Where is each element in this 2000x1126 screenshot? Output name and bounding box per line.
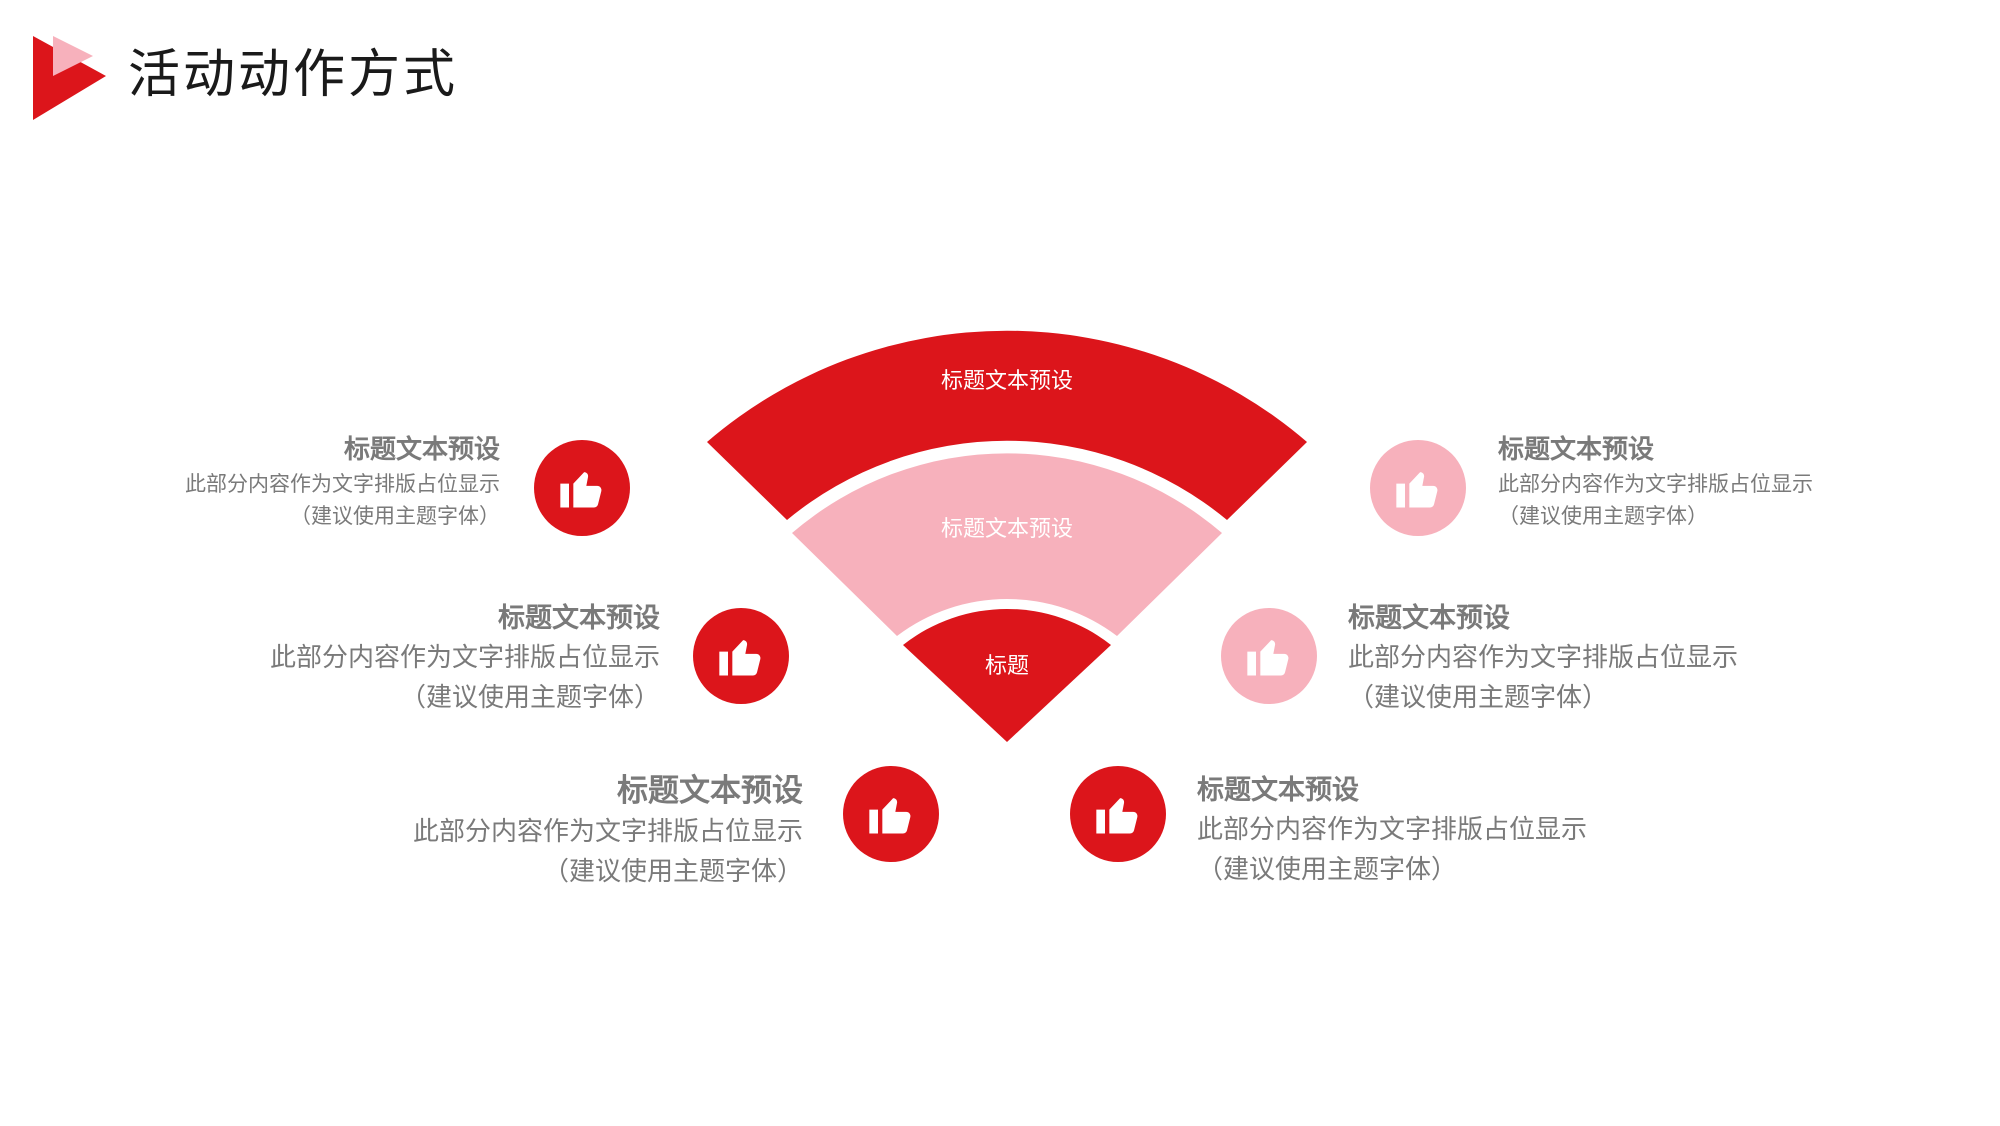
item-left-bottom: 标题文本预设 此部分内容作为文字排版占位显示 （建议使用主题字体） xyxy=(413,770,803,892)
item-desc-line2: （建议使用主题字体） xyxy=(1498,504,1708,528)
thumbs-up-icon xyxy=(719,640,761,676)
thumbs-up-icon xyxy=(560,472,602,508)
thumbs-up-icon xyxy=(1247,640,1289,676)
fan-middle-label: 标题文本预设 xyxy=(941,517,1073,542)
item-desc-line1: 此部分内容作为文字排版占位显示 xyxy=(269,643,660,673)
fan-inner-label: 标题 xyxy=(985,654,1029,679)
item-right-top: 标题文本预设 此部分内容作为文字排版占位显示 （建议使用主题字体） xyxy=(1498,432,1813,532)
thumb-badge-left-bottom xyxy=(843,766,939,862)
item-title: 标题文本预设 xyxy=(343,435,500,465)
item-desc-line2: （建议使用主题字体） xyxy=(1197,855,1458,885)
item-right-middle: 标题文本预设 此部分内容作为文字排版占位显示 （建议使用主题字体） xyxy=(1348,600,1738,718)
item-desc-line1: 此部分内容作为文字排版占位显示 xyxy=(1348,643,1739,673)
fan-middle-band xyxy=(792,453,1222,636)
fan-outer-label: 标题文本预设 xyxy=(941,369,1073,394)
item-right-bottom: 标题文本预设 此部分内容作为文字排版占位显示 （建议使用主题字体） xyxy=(1197,772,1587,890)
thumbs-up-icon xyxy=(869,798,911,834)
thumb-badge-left-top xyxy=(534,440,630,536)
thumbs-up-icon xyxy=(1096,798,1138,834)
item-title: 标题文本预设 xyxy=(498,603,660,634)
thumb-badge-right-bottom xyxy=(1070,766,1166,862)
page-title: 活动动作方式 xyxy=(128,45,459,105)
thumb-badge-right-top xyxy=(1370,440,1466,536)
play-logo-icon xyxy=(33,36,106,120)
item-desc-line2: （建议使用主题字体） xyxy=(399,683,660,713)
item-left-middle: 标题文本预设 此部分内容作为文字排版占位显示 （建议使用主题字体） xyxy=(270,600,660,718)
item-title: 标题文本预设 xyxy=(1197,775,1359,806)
item-desc-line2: （建议使用主题字体） xyxy=(1348,683,1609,713)
item-desc-line1: 此部分内容作为文字排版占位显示 xyxy=(412,817,803,847)
item-left-top: 标题文本预设 此部分内容作为文字排版占位显示 （建议使用主题字体） xyxy=(185,432,500,532)
item-title: 标题文本预设 xyxy=(1348,603,1510,634)
item-title: 标题文本预设 xyxy=(1498,435,1655,465)
thumb-badge-left-middle xyxy=(693,608,789,704)
thumbs-up-icon xyxy=(1396,472,1438,508)
fan-inner-wedge xyxy=(903,608,1111,742)
item-desc-line2: （建议使用主题字体） xyxy=(290,504,500,528)
item-desc-line1: 此部分内容作为文字排版占位显示 xyxy=(185,472,500,496)
fan-outer-band xyxy=(707,330,1307,520)
item-desc-line1: 此部分内容作为文字排版占位显示 xyxy=(1197,815,1588,845)
item-desc-line1: 此部分内容作为文字排版占位显示 xyxy=(1498,472,1813,496)
item-desc-line2: （建议使用主题字体） xyxy=(542,857,803,887)
thumb-badge-right-middle xyxy=(1221,608,1317,704)
item-title: 标题文本预设 xyxy=(617,773,803,809)
